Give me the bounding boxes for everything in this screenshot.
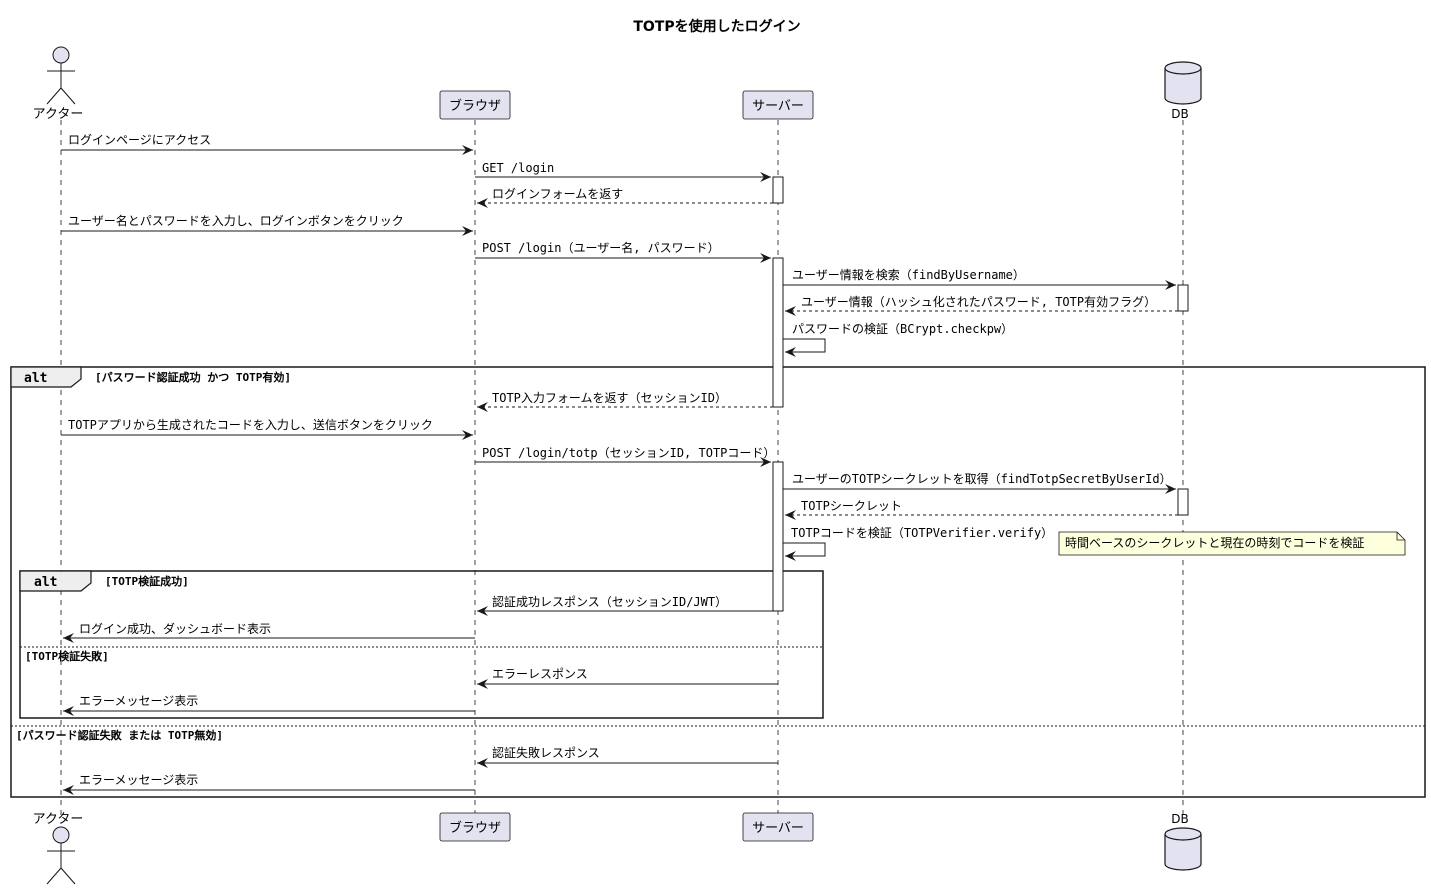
browser-top: ブラウザ [439,90,511,120]
svg-text:TOTP入力フォームを返す（セッションID）: TOTP入力フォームを返す（セッションID） [492,391,727,405]
message-6: ユーザー情報を検索（findByUsername） [783,268,1176,290]
message-18: エラーメッセージ表示 [63,694,475,716]
alt-keyword-inner: alt [34,575,57,590]
alt-guard-outer: [パスワード認証成功 かつ TOTP有効] [95,370,291,384]
note-text: 時間ベースのシークレットと現在の時刻でコードを検証 [1065,536,1364,550]
actor-figure-icon [52,46,70,64]
participant-label-db-top: DB [1171,107,1188,121]
alt-fragment-totp: alt [TOTP検証成功] [TOTP検証失敗] [19,570,824,719]
participant-label-browser-top: ブラウザ [449,98,501,114]
participant-label-actor-bottom: アクター [33,812,84,827]
message-13: TOTPシークレット [785,499,1178,520]
participant-label-db-bottom: DB [1171,812,1188,826]
svg-text:TOTPシークレット: TOTPシークレット [801,499,902,513]
svg-text:エラーメッセージ表示: エラーメッセージ表示 [79,773,198,787]
message-19: 認証失敗レスポンス [477,745,778,768]
svg-text:認証失敗レスポンス: 認証失敗レスポンス [492,745,600,760]
activation-server-3 [772,461,784,612]
svg-text:TOTPコードを検証（TOTPVerifier.verify: TOTPコードを検証（TOTPVerifier.verify） [791,526,1053,540]
svg-text:GET /login: GET /login [482,161,554,175]
participant-label-server-bottom: サーバー [752,821,804,836]
alt-guard-inner: [TOTP検証成功] [105,574,189,588]
note-totp: 時間ベースのシークレットと現在の時刻でコードを検証 [1058,531,1406,556]
svg-text:ユーザーのTOTPシークレットを取得（findTotpSec: ユーザーのTOTPシークレットを取得（findTotpSecretByUserI… [792,471,1172,486]
database-icon [1164,68,1202,105]
message-7: ユーザー情報（ハッシュ化されたパスワード, TOTP有効フラグ） [785,294,1178,316]
diagram-title: TOTPを使用したログイン [633,18,800,35]
message-14-self: TOTPコードを検証（TOTPVerifier.verify） [783,526,1053,561]
alt-keyword-outer: alt [24,371,47,386]
message-3: ログインフォームを返す [477,187,773,208]
svg-text:ログイン成功、ダッシュボード表示: ログイン成功、ダッシュボード表示 [79,621,271,636]
participant-label-browser-bottom: ブラウザ [449,820,501,836]
message-5: POST /login（ユーザー名, パスワード） [475,240,771,263]
message-20: エラーメッセージ表示 [63,773,475,795]
message-11: POST /login/totp（セッションID, TOTPコード） [475,446,775,467]
message-12: ユーザーのTOTPシークレットを取得（findTotpSecretByUserI… [783,471,1176,494]
participant-label-actor-top: アクター [33,107,84,122]
message-8-self: パスワードの検証（BCrypt.checkpw） [783,322,1013,357]
svg-text:エラーレスポンス: エラーレスポンス [492,667,588,681]
svg-text:ログインフォームを返す: ログインフォームを返す [492,187,623,201]
message-4: ユーザー名とパスワードを入力し、ログインボタンをクリック [61,213,473,236]
message-16: ログイン成功、ダッシュボード表示 [63,621,475,643]
actor-top: アクター [33,46,84,122]
actor-bottom: アクター [33,812,84,885]
server-top: サーバー [742,90,814,120]
alt-fragment-password: alt [パスワード認証成功 かつ TOTP有効] [パスワード認証失敗 または… [10,366,1426,798]
server-bottom: サーバー [742,812,814,842]
message-17: エラーレスポンス [477,667,778,689]
browser-bottom: ブラウザ [439,812,511,842]
svg-text:POST /login/totp（セッションID, TOTP: POST /login/totp（セッションID, TOTPコード） [482,446,775,460]
message-2: GET /login [475,161,771,182]
svg-text:TOTPアプリから生成されたコードを入力し、送信ボタンをクリ: TOTPアプリから生成されたコードを入力し、送信ボタンをクリック [68,417,433,432]
db-top: DB [1164,61,1202,121]
svg-text:エラーメッセージ表示: エラーメッセージ表示 [79,694,198,708]
else-guard-outer: [パスワード認証失敗 または TOTP無効] [16,728,223,742]
message-15: 認証成功レスポンス（セッションID/JWT） [477,594,773,616]
svg-text:ログインページにアクセス: ログインページにアクセス [68,133,211,147]
else-guard-inner: [TOTP検証失敗] [25,649,109,663]
svg-text:認証成功レスポンス（セッションID/JWT）: 認証成功レスポンス（セッションID/JWT） [492,594,727,609]
svg-text:POST /login（ユーザー名, パスワード）: POST /login（ユーザー名, パスワード） [482,240,720,255]
participant-label-server-top: サーバー [752,99,804,114]
activation-server-1 [772,176,784,204]
message-9: TOTP入力フォームを返す（セッションID） [477,391,773,412]
svg-text:ユーザー情報を検索（findByUsername）: ユーザー情報を検索（findByUsername） [792,268,1025,282]
db-bottom: DB [1164,812,1202,871]
activation-db-2 [1177,488,1189,516]
svg-text:パスワードの検証（BCrypt.checkpw）: パスワードの検証（BCrypt.checkpw） [792,322,1013,336]
database-icon [1164,834,1202,871]
svg-text:ユーザー名とパスワードを入力し、ログインボタンをクリック: ユーザー名とパスワードを入力し、ログインボタンをクリック [68,213,404,228]
activation-db-1 [1177,284,1189,312]
actor-figure-icon [52,826,70,844]
message-1: ログインページにアクセス [61,133,473,155]
activation-server-2 [772,257,784,408]
message-10: TOTPアプリから生成されたコードを入力し、送信ボタンをクリック [61,417,473,440]
svg-text:ユーザー情報（ハッシュ化されたパスワード, TOTP有効フラ: ユーザー情報（ハッシュ化されたパスワード, TOTP有効フラグ） [801,294,1156,309]
